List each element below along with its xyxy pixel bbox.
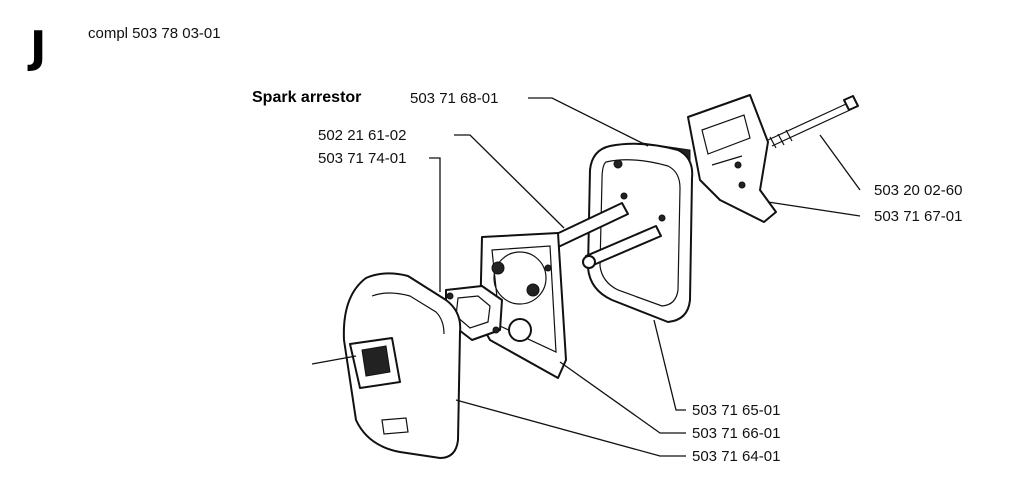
label-stud: 502 21 61-02 bbox=[318, 127, 406, 144]
leader-muffler-body bbox=[653, 319, 686, 411]
leader-spark-arrestor-screen bbox=[528, 97, 649, 147]
leader-muffler-cover bbox=[455, 399, 686, 457]
muffler-cover-part bbox=[342, 272, 462, 459]
screw-part bbox=[767, 95, 859, 149]
label-muffler-plate: 503 71 66-01 bbox=[692, 425, 780, 442]
assembly-number: compl 503 78 03-01 bbox=[88, 25, 221, 42]
label-screw: 503 20 02-60 bbox=[874, 182, 962, 199]
leader-cooling-plate bbox=[767, 201, 861, 217]
leader-gasket bbox=[429, 157, 441, 292]
spark-arrestor-heading: Spark arrestor bbox=[252, 89, 361, 106]
label-cooling-plate: 503 71 67-01 bbox=[874, 208, 962, 225]
label-spark-arrestor-screen: 503 71 68-01 bbox=[410, 90, 498, 107]
leader-muffler-plate bbox=[559, 361, 686, 434]
label-gasket: 503 71 74-01 bbox=[318, 150, 406, 167]
cooling-plate-part bbox=[687, 94, 777, 223]
label-muffler-body: 503 71 65-01 bbox=[692, 402, 780, 419]
leader-cover-outlet bbox=[311, 355, 357, 365]
section-letter: J bbox=[27, 22, 46, 73]
leader-screw bbox=[819, 134, 861, 191]
label-muffler-cover: 503 71 64-01 bbox=[692, 448, 780, 465]
leader-stud bbox=[454, 134, 565, 229]
